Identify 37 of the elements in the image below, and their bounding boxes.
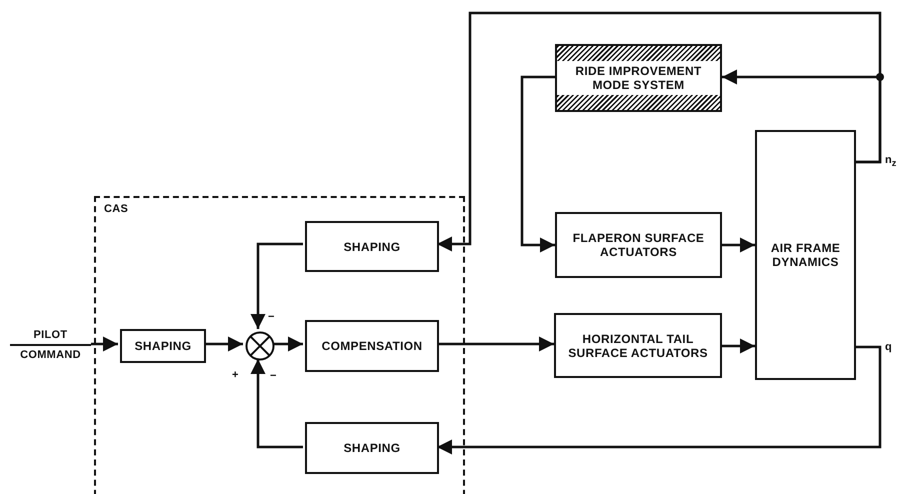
summing-junction [245, 331, 275, 361]
process-block [305, 320, 439, 372]
signal-arrow [250, 242, 303, 329]
block-label: SHAPING [344, 441, 400, 455]
signal-arrow [722, 238, 755, 252]
process-block [120, 329, 206, 363]
process-block [555, 212, 722, 278]
block-label: FLAPERON SURFACE ACTUATORS [572, 231, 706, 259]
dashed-group-frame [94, 196, 465, 494]
signal-arrow [437, 12, 882, 252]
plant-block [755, 130, 856, 380]
block-label: RIDE IMPROVEMENT MODE SYSTEM [557, 61, 720, 95]
hatched-block [555, 44, 722, 112]
group-title: CAS [104, 202, 128, 216]
signal-label: COMMAND [19, 348, 82, 363]
signal-arrow [91, 336, 118, 352]
signal-arrow [520, 76, 555, 252]
sign-label: + [232, 369, 238, 381]
block-label: COMPENSATION [322, 339, 422, 353]
signal-arrow [204, 336, 243, 352]
block-label: HORIZONTAL TAIL SURFACE ACTUATORS [567, 332, 709, 360]
sign-label: − [268, 311, 274, 323]
process-block [305, 221, 439, 272]
signal-arrow [273, 336, 303, 352]
process-block [305, 422, 439, 474]
signal-label: PILOT [10, 326, 91, 346]
signal-label: n$_{z}$ [885, 154, 896, 170]
block-label: AIR FRAME DYNAMICS [770, 241, 842, 269]
process-block [554, 313, 722, 378]
signal-arrow [437, 346, 882, 454]
signal-label: q [885, 341, 892, 353]
sign-label: − [270, 370, 276, 382]
signal-arrow [250, 359, 303, 448]
block-label: SHAPING [134, 339, 192, 353]
block-label: SHAPING [344, 240, 400, 254]
signal-arrow [437, 336, 554, 352]
signal-arrow [722, 338, 755, 354]
